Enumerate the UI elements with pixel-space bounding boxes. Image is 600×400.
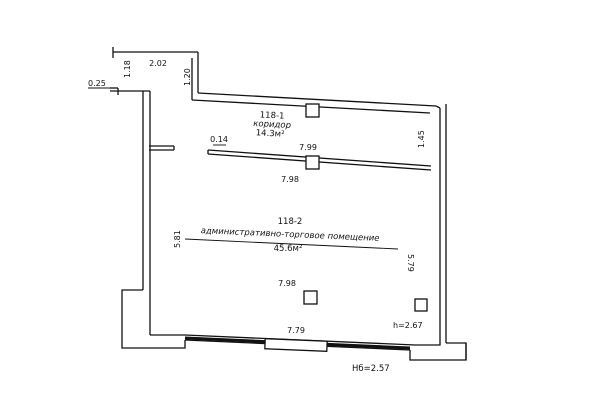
floor-mark: Нб=2.57 [352,364,390,374]
column-room [303,290,318,305]
column-corridor [305,103,320,118]
ceiling-height: h=2.67 [393,321,423,330]
room-area: 14.3м² [255,128,284,139]
left-wall [110,87,186,349]
dim-corridor-width: 1.45 [417,130,426,148]
room-number: 118-1 [260,110,285,121]
dim-entry-offset: 0.25 [88,79,106,88]
column-partition [305,155,320,170]
dim-room-bottom-length: 7.79 [287,326,305,335]
dim-room-right-height: 5.79 [406,254,415,272]
dim-room-left-height: 5.81 [173,230,182,248]
room-corridor: 118-1 коридор 14.3м² [253,110,291,139]
dim-partition-offset: 0.14 [210,135,228,144]
dim-corridor-step: 1.20 [183,68,192,86]
dim-left-upper-wall: 1.18 [123,60,132,78]
dimensions: 1.18 2.02 1.20 0.25 7.99 1.45 0.14 7.98 … [88,59,426,374]
columns [303,103,428,312]
dim-corridor-top-length: 7.99 [299,143,317,152]
room-office: 118-2 административно-торговое помещение… [184,217,399,254]
bottom-wall [184,300,467,361]
room-number: 118-2 [278,217,303,227]
dim-room-lower-length: 7.98 [278,279,296,288]
corridor-walls [112,47,447,343]
room-name: коридор [253,119,291,131]
dim-room-top-length: 7.98 [281,175,299,184]
dim-top-stub: 2.02 [149,59,167,68]
room-area: 45.6м² [274,244,303,254]
column-right [414,298,428,312]
